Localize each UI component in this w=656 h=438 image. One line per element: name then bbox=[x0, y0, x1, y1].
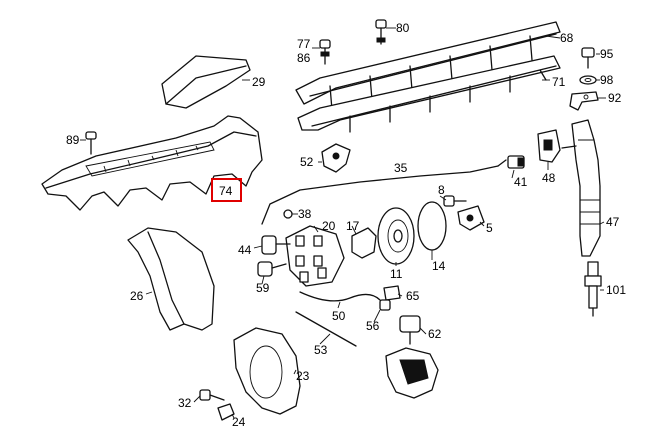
callout-98: 98 bbox=[600, 73, 614, 87]
callout-44: 44 bbox=[238, 243, 252, 257]
callout-8: 8 bbox=[438, 183, 445, 197]
part-41-connector bbox=[507, 155, 525, 169]
part-80-bolt bbox=[375, 19, 387, 45]
part-47-plug-connector bbox=[561, 119, 601, 257]
part-48-housing bbox=[537, 129, 561, 163]
callout-20: 20 bbox=[322, 219, 336, 233]
part-62-sensor bbox=[399, 315, 421, 345]
part-89-bolt bbox=[85, 131, 97, 155]
part-59-plug bbox=[257, 261, 287, 277]
callout-101: 101 bbox=[606, 283, 626, 297]
callout-53: 53 bbox=[314, 343, 328, 357]
callout-48: 48 bbox=[542, 171, 556, 185]
callout-24: 24 bbox=[232, 415, 246, 429]
part-housing bbox=[385, 347, 439, 399]
callout-52: 52 bbox=[300, 155, 314, 169]
callout-14: 14 bbox=[432, 259, 446, 273]
callout-89: 89 bbox=[66, 133, 80, 147]
part-24-clip bbox=[217, 403, 235, 421]
part-52-sensor bbox=[321, 143, 351, 173]
part-68-rail bbox=[295, 21, 561, 111]
callout-65: 65 bbox=[406, 289, 420, 303]
part-38-nut bbox=[283, 209, 293, 219]
part-101-spark-plug bbox=[584, 261, 602, 317]
part-53-shaft bbox=[295, 311, 357, 347]
callout-80: 80 bbox=[396, 21, 410, 35]
callout-38: 38 bbox=[298, 207, 312, 221]
part-74-engine-cover bbox=[41, 115, 263, 211]
part-92-bracket bbox=[569, 91, 599, 111]
callout-71: 71 bbox=[552, 75, 566, 89]
callout-23: 23 bbox=[296, 369, 310, 383]
callout-11: 11 bbox=[390, 267, 403, 281]
part-14-ring bbox=[417, 201, 447, 251]
callout-5: 5 bbox=[486, 221, 493, 235]
part-5-bracket bbox=[457, 205, 485, 231]
callout-68: 68 bbox=[560, 31, 574, 45]
callout-92: 92 bbox=[608, 91, 622, 105]
part-29-cover bbox=[161, 55, 251, 109]
part-32-bolt bbox=[199, 389, 225, 401]
callout-77: 77 bbox=[297, 37, 311, 51]
part-20-distributor-cap bbox=[285, 225, 345, 287]
callout-74: 74 bbox=[219, 184, 233, 198]
callout-59: 59 bbox=[256, 281, 270, 295]
part-44-plug bbox=[261, 235, 291, 255]
part-23-timing-cover bbox=[233, 327, 301, 415]
part-95-bolt bbox=[581, 47, 595, 69]
part-77-86-bolt bbox=[319, 39, 331, 65]
callout-29: 29 bbox=[252, 75, 266, 89]
callout-41: 41 bbox=[514, 175, 528, 189]
part-56-connector bbox=[379, 299, 391, 311]
callout-56: 56 bbox=[366, 319, 380, 333]
callout-labels: 80 77 86 68 95 29 71 98 92 89 52 35 41 4… bbox=[66, 21, 626, 429]
part-50-hose bbox=[299, 291, 381, 302]
callout-62: 62 bbox=[428, 327, 442, 341]
callout-95: 95 bbox=[600, 47, 614, 61]
callout-32: 32 bbox=[178, 396, 192, 410]
part-65-bracket bbox=[383, 285, 401, 301]
part-11-pulley bbox=[377, 207, 415, 265]
callout-26: 26 bbox=[130, 289, 144, 303]
callout-17: 17 bbox=[346, 219, 360, 233]
part-98-washer bbox=[579, 75, 597, 85]
part-8-bolt bbox=[443, 195, 467, 207]
part-35-line bbox=[261, 159, 507, 225]
callout-47: 47 bbox=[606, 215, 620, 229]
callout-50: 50 bbox=[332, 309, 346, 323]
part-17-rotor bbox=[351, 227, 377, 259]
part-71-rail bbox=[297, 55, 561, 133]
highlight-box-74 bbox=[211, 178, 242, 202]
callout-86: 86 bbox=[297, 51, 311, 65]
part-26-shield bbox=[127, 227, 215, 331]
leader-lines bbox=[80, 27, 606, 419]
callout-35: 35 bbox=[394, 161, 408, 175]
